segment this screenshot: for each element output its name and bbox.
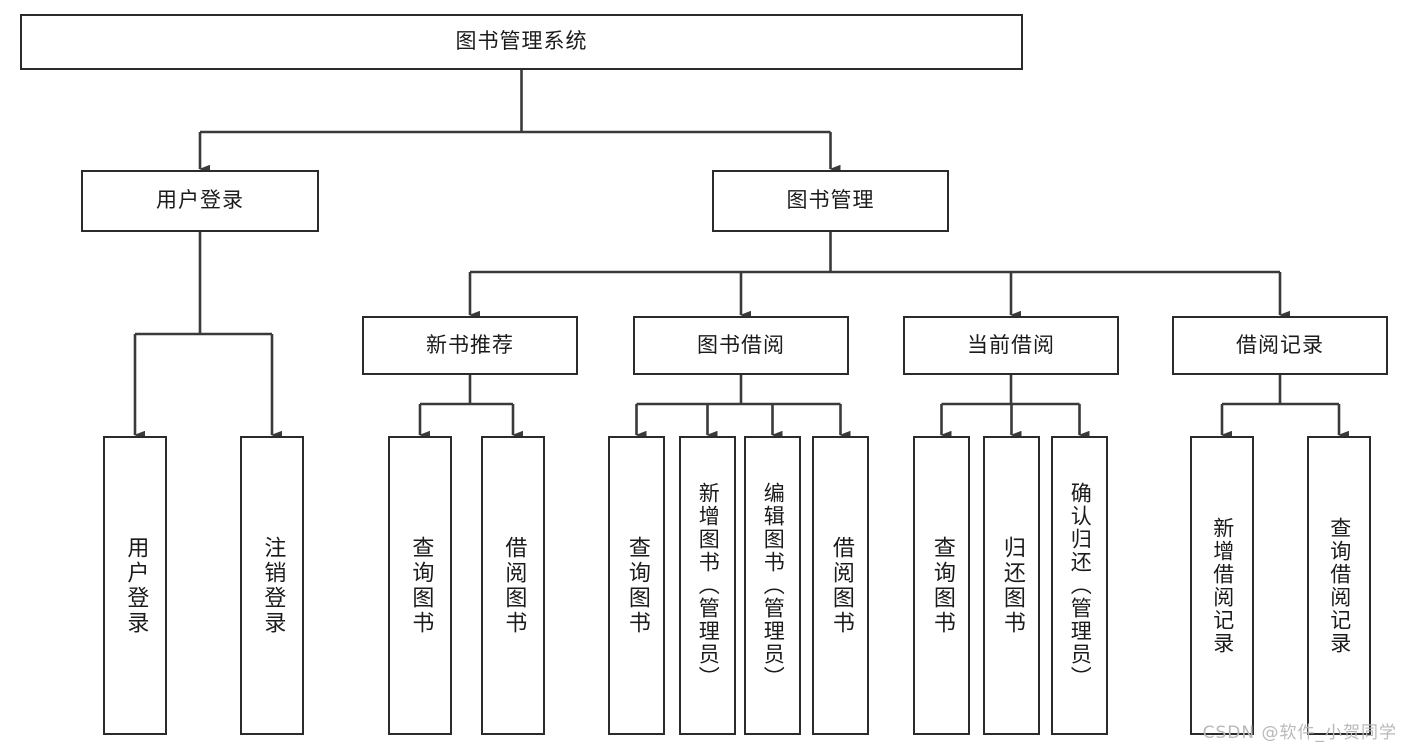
node-bookmgmt[interactable]: 图书管理 bbox=[712, 170, 949, 232]
node-label: 图书管理 bbox=[786, 188, 875, 213]
node-label: 新增借阅记录 bbox=[1210, 516, 1235, 655]
node-label: 归还图书 bbox=[999, 535, 1025, 636]
node-label: 借阅图书 bbox=[501, 535, 527, 636]
node-l13[interactable]: 查询借阅记录 bbox=[1307, 436, 1371, 735]
csdn-watermark: CSDN @软件_小贺同学 bbox=[1202, 723, 1397, 743]
node-label: 查询借阅记录 bbox=[1327, 516, 1352, 655]
node-l11[interactable]: 确认归还（管理员） bbox=[1051, 436, 1108, 735]
node-records[interactable]: 借阅记录 bbox=[1172, 316, 1388, 375]
node-label: 借阅记录 bbox=[1236, 332, 1324, 357]
node-label: 当前借阅 bbox=[967, 332, 1055, 357]
node-l9[interactable]: 查询图书 bbox=[913, 436, 970, 735]
node-label: 编辑图书（管理员） bbox=[761, 482, 786, 689]
node-root[interactable]: 图书管理系统 bbox=[20, 14, 1023, 70]
node-l10[interactable]: 归还图书 bbox=[983, 436, 1040, 735]
node-label: 确认归还（管理员） bbox=[1068, 482, 1093, 689]
edge-group bbox=[133, 70, 1349, 440]
node-label: 图书管理系统 bbox=[455, 29, 588, 54]
node-l4[interactable]: 借阅图书 bbox=[481, 436, 545, 735]
node-label: 借阅图书 bbox=[828, 535, 854, 636]
node-borrow[interactable]: 图书借阅 bbox=[633, 316, 849, 375]
node-label: 查询图书 bbox=[624, 535, 650, 636]
node-l3[interactable]: 查询图书 bbox=[388, 436, 452, 735]
node-label: 新增图书（管理员） bbox=[696, 482, 721, 689]
node-label: 查询图书 bbox=[929, 535, 955, 636]
node-l2[interactable]: 注销登录 bbox=[240, 436, 304, 735]
node-l1[interactable]: 用户登录 bbox=[103, 436, 167, 735]
node-label: 图书借阅 bbox=[697, 332, 785, 357]
node-label: 用户登录 bbox=[156, 188, 244, 213]
node-l12[interactable]: 新增借阅记录 bbox=[1190, 436, 1254, 735]
node-l8[interactable]: 借阅图书 bbox=[812, 436, 869, 735]
node-l6[interactable]: 新增图书（管理员） bbox=[679, 436, 736, 735]
node-l7[interactable]: 编辑图书（管理员） bbox=[744, 436, 801, 735]
node-newbook[interactable]: 新书推荐 bbox=[362, 316, 578, 375]
node-label: 注销登录 bbox=[260, 535, 286, 636]
node-l5[interactable]: 查询图书 bbox=[608, 436, 665, 735]
node-label: 新书推荐 bbox=[426, 332, 514, 357]
node-current[interactable]: 当前借阅 bbox=[903, 316, 1119, 375]
node-label: 查询图书 bbox=[408, 535, 434, 636]
node-login[interactable]: 用户登录 bbox=[81, 170, 319, 232]
node-label: 用户登录 bbox=[123, 535, 149, 636]
